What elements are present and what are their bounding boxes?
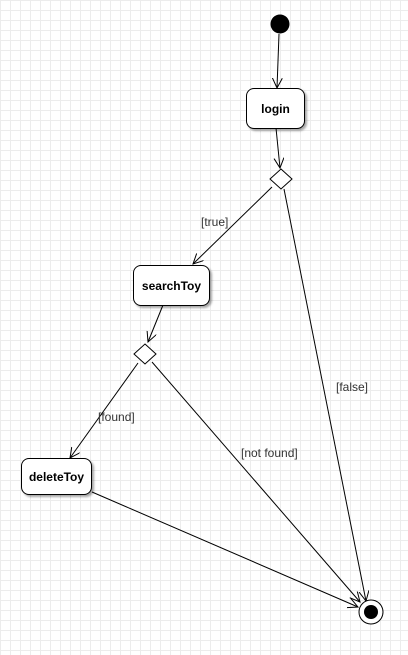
- action-searchtoy-label: searchToy: [141, 278, 202, 293]
- final-node[interactable]: [358, 599, 384, 625]
- action-login[interactable]: login: [246, 88, 305, 129]
- flow-searchtoy-to-decision-2[interactable]: [148, 304, 164, 342]
- guard-false-label: [false]: [336, 380, 369, 394]
- decision-node-1[interactable]: [269, 168, 293, 190]
- guard-not-found-label: [not found]: [241, 446, 298, 460]
- action-searchtoy[interactable]: searchToy: [133, 265, 210, 306]
- flow-decision-1-to-searchtoy[interactable]: [193, 186, 273, 264]
- action-deletetoy[interactable]: deleteToy: [21, 458, 92, 495]
- flow-decision-1-to-final[interactable]: [283, 188, 366, 601]
- guard-true-label: [true]: [201, 215, 229, 229]
- flow-decision-2-to-final[interactable]: [151, 361, 360, 602]
- flow-decision-2-to-deletetoy[interactable]: [70, 362, 139, 458]
- flow-deletetoy-to-final[interactable]: [91, 491, 358, 607]
- flow-login-to-decision-1[interactable]: [276, 127, 280, 168]
- decision-node-2[interactable]: [133, 343, 157, 365]
- initial-node[interactable]: [270, 14, 290, 34]
- flow-initial-to-login[interactable]: [277, 33, 279, 88]
- action-login-label: login: [261, 101, 290, 116]
- action-deletetoy-label: deleteToy: [28, 469, 85, 484]
- guard-found-label: [found]: [98, 410, 135, 424]
